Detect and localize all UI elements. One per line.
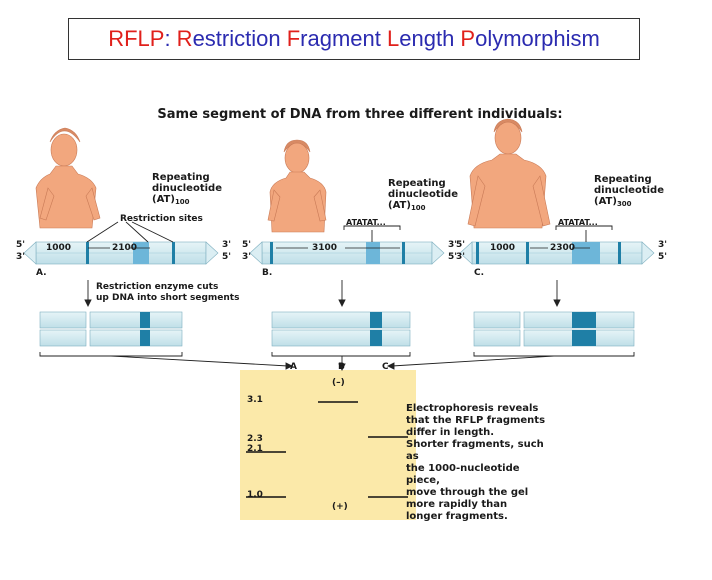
strand-end-c-5: 5' — [456, 240, 466, 250]
gel-bands — [246, 401, 408, 498]
repeat-label-b: Repeating dinucleotide (AT)100 — [388, 178, 458, 212]
gel-scale-3-1: 3.1 — [247, 395, 263, 405]
person-a-icon — [35, 127, 101, 229]
electrophoresis-note: Electrophoresis reveals that the RFLP fr… — [406, 403, 546, 522]
fragment-label-c1: 1000 — [490, 243, 516, 253]
gel-background — [240, 370, 416, 520]
strand-end-a-3r: 3' — [222, 240, 232, 250]
enzyme-note: Restriction enzyme cuts up DNA into shor… — [96, 282, 240, 303]
fragment-label-a1: 1000 — [46, 243, 72, 253]
gel-scale-1-0: 1.0 — [247, 490, 263, 500]
restriction-sites-label: Restriction sites — [120, 214, 203, 224]
person-c-icon — [467, 118, 551, 229]
title-part: P — [460, 26, 476, 51]
strand-end-a-3: 3' — [16, 252, 26, 262]
title-part: ragment — [300, 26, 387, 51]
strand-end-c-3r: 3' — [658, 240, 668, 250]
dna-strand-a — [23, 241, 219, 265]
title-part: olymorphism — [475, 26, 600, 51]
panel-label-b: B. — [262, 268, 273, 278]
title-part: estriction — [192, 26, 287, 51]
fragment-brackets — [39, 352, 635, 357]
gel-lane-arrows — [110, 355, 555, 372]
down-arrows — [84, 280, 561, 308]
gel-lane-label-b: B — [338, 362, 345, 372]
title-part: : — [164, 26, 177, 51]
diagram-subtitle: Same segment of DNA from three different… — [157, 107, 563, 122]
page-title: RFLP: Restriction Fragment Length Polymo… — [68, 18, 640, 60]
title-part: ength — [399, 26, 461, 51]
fragment-label-a2: 2100 — [112, 243, 138, 253]
strand-end-c-3: 3' — [456, 252, 466, 262]
fragment-label-c2: 2300 — [550, 243, 576, 253]
strand-end-a-5: 5' — [16, 240, 26, 250]
repeat-box-c: ATATAT... — [558, 218, 598, 227]
repeat-label-a: Repeating dinucleotide (AT)100 — [152, 172, 222, 206]
gel-positive-label: (+) — [332, 502, 348, 512]
title-part: FLP — [124, 26, 165, 51]
repeat-bracket-c — [555, 225, 613, 242]
strand-end-b-5: 5' — [242, 240, 252, 250]
title-part: F — [286, 26, 301, 51]
strand-end-b-3r: 3' — [448, 240, 458, 250]
gel-lane-label-c: C — [382, 362, 389, 372]
dna-strand-c — [459, 241, 655, 265]
person-b-icon — [267, 139, 327, 233]
panel-label-c: C. — [474, 268, 485, 278]
panel-label-a: A. — [36, 268, 47, 278]
fragments-a — [39, 311, 183, 347]
title-part: L — [387, 26, 400, 51]
repeat-label-c: Repeating dinucleotide (AT)300 — [594, 174, 664, 208]
gel-scale-2-3: 2.3 — [247, 434, 263, 444]
restriction-site-pointers — [86, 221, 174, 243]
fragments-c — [473, 311, 635, 347]
title-part: R — [108, 26, 125, 51]
strand-end-c-5r: 5' — [658, 252, 668, 262]
repeat-box-b: ATATAT... — [346, 218, 386, 227]
repeat-bracket-b — [343, 225, 401, 242]
dna-strand-b — [249, 241, 445, 265]
fragment-label-b1: 3100 — [312, 243, 338, 253]
strand-end-b-3: 3' — [242, 252, 252, 262]
gel-scale-2-1: 2.1 — [247, 444, 263, 454]
gel-lane-label-a: A — [290, 362, 297, 372]
strand-end-a-5r: 5' — [222, 252, 232, 262]
fragments-b — [271, 311, 411, 347]
title-part: R — [176, 26, 193, 51]
strand-end-b-5r: 5' — [448, 252, 458, 262]
gel-negative-label: (–) — [332, 378, 345, 388]
